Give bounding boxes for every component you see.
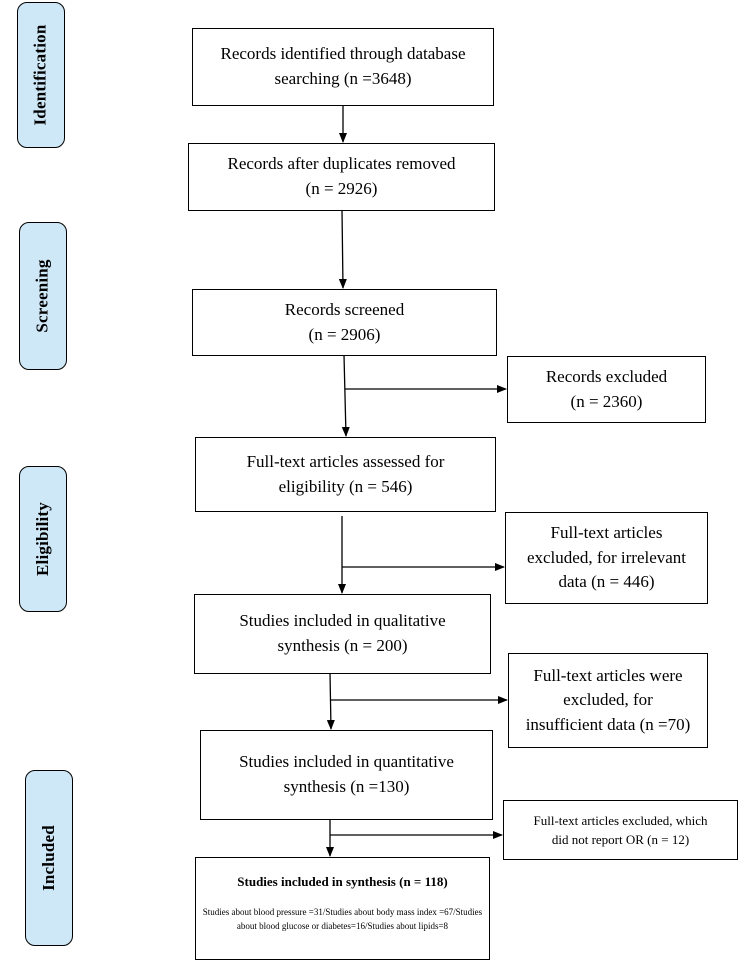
box-duplicates-removed: Records after duplicates removed (n = 29…	[188, 143, 495, 211]
no-or-line-1: Full-text articles excluded, which	[533, 812, 708, 828]
screened-line-2: (n = 2906)	[308, 324, 381, 344]
box-qualitative-synthesis: Studies included in qualitative synthesi…	[194, 594, 491, 674]
identified-line-1: Records identified through database	[220, 44, 466, 64]
final-box-title: Studies included in synthesis (n = 118)	[237, 874, 448, 889]
irrelevant-line-3: data (n = 446)	[558, 572, 655, 592]
box-records-identified: Records identified through database sear…	[192, 28, 494, 106]
excluded-line-2: (n = 2360)	[570, 391, 643, 411]
qualitative-line-2: synthesis (n = 200)	[277, 636, 408, 655]
duplicates-line-2: (n = 2926)	[305, 179, 378, 198]
box-quantitative-synthesis: Studies included in quantitative synthes…	[200, 730, 493, 820]
quantitative-line-1: Studies included in quantitative	[239, 752, 454, 772]
irrelevant-line-2: excluded, for irrelevant	[526, 547, 687, 567]
stage-identification: Identification	[17, 2, 65, 148]
box-records-screened: Records screened (n = 2906)	[192, 289, 497, 356]
final-box-body: Studies about blood pressure =31/Studies…	[202, 907, 483, 931]
box-irrelevant-excluded: Full-text articles excluded, for irrelev…	[505, 512, 708, 604]
no-or-line-2: did not report OR (n = 12)	[551, 832, 690, 847]
fulltext-line-1: Full-text articles assessed for	[246, 451, 445, 471]
stage-screening: Screening	[19, 222, 67, 370]
box-studies-in-synthesis: Studies included in synthesis (n = 118) …	[195, 857, 490, 960]
fulltext-line-2: eligibility (n = 546)	[278, 476, 413, 496]
identified-line-2: searching (n =3648)	[274, 69, 412, 88]
qualitative-line-1: Studies included in qualitative	[239, 611, 446, 631]
irrelevant-line-1: Full-text articles	[550, 523, 663, 543]
duplicates-line-1: Records after duplicates removed	[227, 154, 456, 174]
stage-eligibility: Eligibility	[19, 466, 67, 612]
stage-included: Included	[25, 770, 73, 946]
box-insufficient-excluded: Full-text articles were excluded, for in…	[508, 653, 708, 748]
excluded-line-1: Records excluded	[545, 366, 668, 386]
box-fulltext-assessed: Full-text articles assessed for eligibil…	[195, 437, 496, 512]
box-no-or-excluded: Full-text articles excluded, which did n…	[503, 800, 738, 860]
insufficient-line-3: insufficient data (n =70)	[525, 714, 691, 734]
box-records-excluded: Records excluded (n = 2360)	[507, 356, 706, 423]
screened-line-1: Records screened	[284, 299, 405, 319]
arrow-duplicates-to-screened	[338, 209, 347, 289]
arrow-screened-to-fulltext	[341, 354, 350, 437]
arrow-qualitative-to-quantitative	[326, 672, 335, 730]
insufficient-line-2: excluded, for	[563, 690, 653, 710]
insufficient-line-1: Full-text articles were	[533, 665, 683, 685]
quantitative-line-2: synthesis (n =130)	[283, 777, 410, 796]
